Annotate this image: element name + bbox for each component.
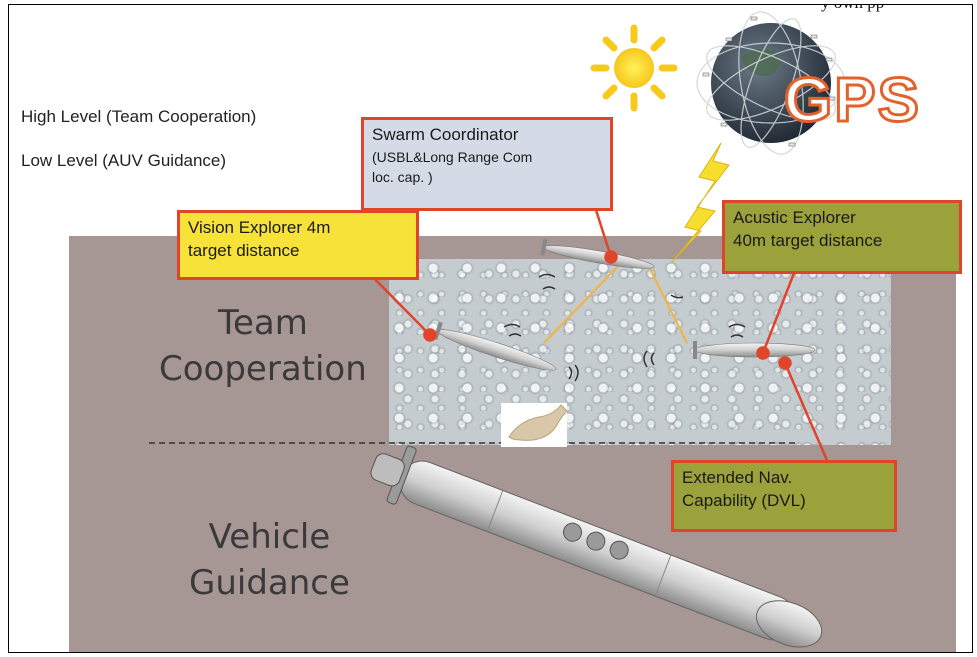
swarm-dot — [604, 250, 618, 264]
vision-explorer-callout: Vision Explorer 4m target distance — [177, 210, 419, 280]
extended-line2: Capability (DVL) — [682, 490, 806, 510]
auv-icon-large — [370, 445, 823, 648]
acustic-explorer-callout: Acustic Explorer 40m target distance — [722, 200, 962, 274]
acustic-line2: 40m target distance — [733, 230, 883, 250]
comm-line-vision — [543, 262, 622, 344]
sun-icon — [590, 24, 678, 112]
swarm-connector — [594, 209, 613, 258]
cut-caption-text: y own pp — [821, 5, 884, 13]
vision-line1: Vision Explorer 4m — [188, 218, 331, 237]
auv-icon-acustic — [693, 341, 816, 359]
sonar-wave-icon — [503, 273, 746, 382]
figure-frame: y own pp High Level (Team Cooperation) L… — [8, 4, 973, 653]
extended-connector — [783, 362, 831, 466]
extended-nav-callout: Extended Nav. Capability (DVL) — [671, 460, 897, 532]
gps-label: GPS — [783, 65, 921, 137]
diagram-graphics — [149, 11, 846, 648]
cooperation-word: Cooperation — [159, 348, 367, 389]
satellite-globe-icon — [696, 11, 846, 155]
auv-icon-vision — [433, 321, 557, 371]
auv-icon-coordinator — [540, 239, 655, 269]
swarm-detail-line2: loc. cap. ) — [372, 169, 433, 186]
guidance-word: Guidance — [189, 562, 350, 603]
swarm-coordinator-callout: Swarm Coordinator (USBL&Long Range Com l… — [361, 117, 613, 211]
acustic-connector — [761, 272, 796, 354]
extended-dot — [778, 356, 792, 370]
amphora-icon — [501, 403, 568, 447]
acustic-line1: Acustic Explorer — [733, 208, 856, 227]
acustic-dot — [756, 346, 770, 360]
team-word: Team — [217, 303, 308, 343]
vision-line2: target distance — [188, 240, 300, 260]
extended-line1: Extended Nav. — [682, 468, 793, 487]
swarm-title: Swarm Coordinator — [372, 125, 519, 144]
high-level-label: High Level (Team Cooperation) — [21, 107, 257, 126]
comm-lines — [543, 262, 688, 344]
vehicle-word: Vehicle — [208, 517, 331, 557]
vehicle-guidance-title: Vehicle Guidance — [189, 515, 350, 607]
swarm-detail-line1: (USBL&Long Range Com — [372, 148, 533, 165]
vision-dot — [423, 328, 437, 342]
team-cooperation-title: Team Cooperation — [159, 301, 367, 393]
low-level-label: Low Level (AUV Guidance) — [21, 151, 227, 170]
lightning-bolt-icon — [670, 142, 730, 264]
comm-line-acustic — [648, 266, 688, 344]
